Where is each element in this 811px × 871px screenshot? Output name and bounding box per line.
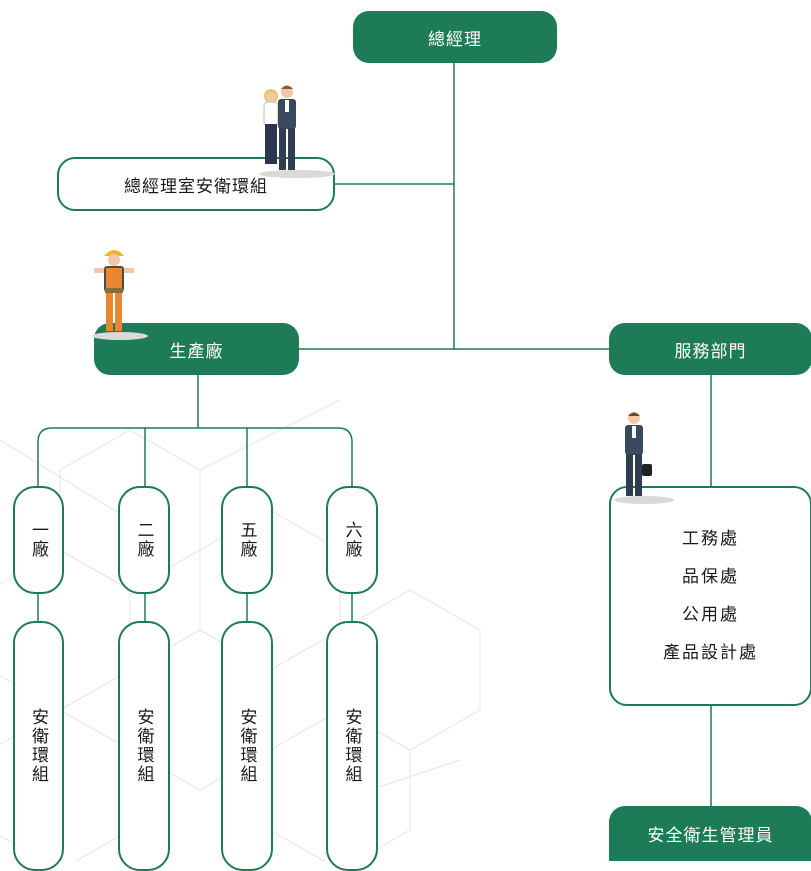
node-general-manager: 總經理 <box>353 11 557 63</box>
node-plant-2: 二廠 <box>118 486 170 594</box>
node-service-units: 工務處 品保處 公用處 產品設計處 <box>609 486 811 706</box>
node-plant-6: 六廠 <box>326 486 378 594</box>
node-label: 總經理室安衛環組 <box>124 176 268 197</box>
construction-worker-icon <box>92 250 148 340</box>
plant-label: 二廠 <box>133 521 154 559</box>
group-label: 安衛環組 <box>28 708 48 784</box>
node-plant-1-safety-group: 安衛環組 <box>13 621 64 871</box>
node-plant-2-safety-group: 安衛環組 <box>118 621 170 871</box>
tree-connectors <box>37 63 712 806</box>
business-couple-icon <box>259 85 335 178</box>
node-production: 生產廠 <box>94 323 299 375</box>
service-unit: 公用處 <box>682 605 739 625</box>
group-label: 安衛環組 <box>236 708 257 784</box>
service-unit: 產品設計處 <box>663 643 758 663</box>
node-label: 安全衛生管理員 <box>647 826 774 846</box>
businessman-briefcase-icon <box>614 412 674 504</box>
node-safety-manager: 安全衛生管理員 <box>609 806 811 861</box>
node-plant-1: 一廠 <box>13 486 64 594</box>
group-label: 安衛環組 <box>133 708 154 784</box>
plant-label: 一廠 <box>28 521 48 559</box>
node-plant-5: 五廠 <box>221 486 273 594</box>
plant-label: 六廠 <box>341 521 362 559</box>
node-label: 服務部門 <box>674 341 747 362</box>
node-label: 生產廠 <box>169 341 224 362</box>
node-label: 總經理 <box>428 29 482 50</box>
node-services: 服務部門 <box>609 323 811 375</box>
plant-label: 五廠 <box>236 521 257 559</box>
node-plant-6-safety-group: 安衛環組 <box>326 621 378 871</box>
node-plant-5-safety-group: 安衛環組 <box>221 621 273 871</box>
service-unit: 工務處 <box>682 529 739 549</box>
group-label: 安衛環組 <box>341 708 362 784</box>
service-unit: 品保處 <box>682 567 739 587</box>
